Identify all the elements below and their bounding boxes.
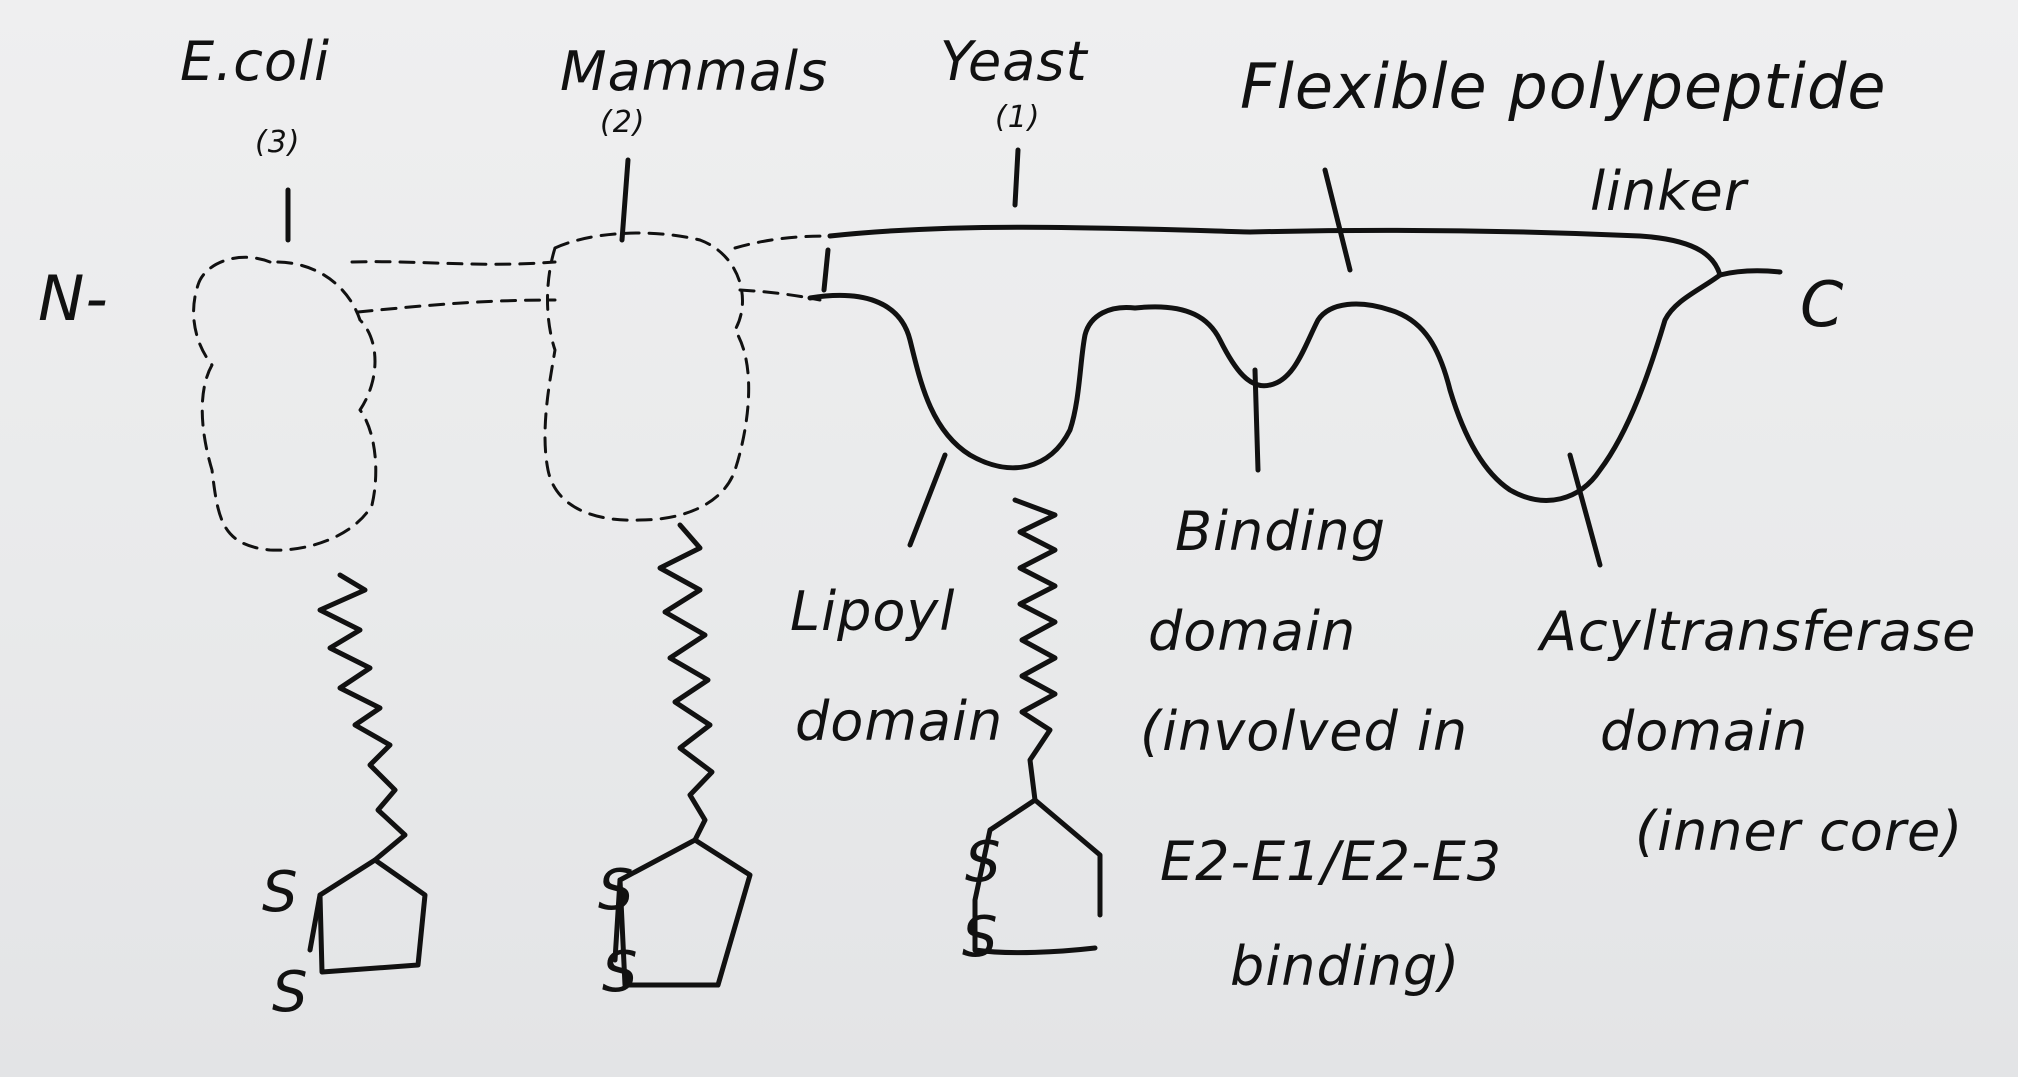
label-mammals: Mammals [560,40,829,103]
label-linker-line1: Flexible polypeptide [1240,50,1887,123]
label-binding-line2: domain [1148,600,1357,663]
yeast-lipoyl-arm [1012,497,1058,803]
yeast-sulfur-1: S [965,830,1002,895]
ecoli-dithiolane-ring [317,857,428,975]
yeast-binding-domain [1132,301,1393,389]
ecoli-lipoyl-domain-dashed [192,255,378,552]
ecoli-sulfur-2: S [272,960,309,1025]
mammals-pointer [619,157,631,243]
label-yeast: Yeast [940,30,1088,93]
label-binding-line1: Binding [1175,500,1387,563]
label-lipoyl-line2: domain [795,690,1004,753]
binding-pointer [1252,367,1261,473]
label-linker-line2: linker [1590,160,1747,223]
label-acyl-line1: Acyltransferase [1540,600,1977,663]
c-terminus-tail [1717,268,1783,278]
label-yeast-count: (1) [995,100,1041,135]
ecoli-to-mammal-linker-lower [356,298,557,314]
mammal-sulfur-2: S [602,940,639,1005]
label-n-terminus: N- [38,262,109,335]
ecoli-lipoyl-arm [317,572,408,863]
ecoli-sulfur-1: S [262,860,299,925]
yeast-sulfur-2: S [962,905,999,970]
mammal-lipoyl-arm [657,522,715,843]
label-acyl-line2: domain [1600,700,1809,763]
label-binding-line4: E2-E1/E2-E3 [1160,830,1503,893]
mammal-to-yeast-linker [733,234,832,250]
label-binding-line5: binding) [1230,935,1461,998]
yeast-start-tick [821,247,831,293]
acyl-pointer [1567,452,1603,568]
linker-pointer [1322,167,1353,273]
mammal-sulfur-1: S [598,858,635,923]
yeast-acyltransferase-domain [1387,272,1723,503]
mammal-lipoyl-domain-dashed [543,231,751,522]
yeast-lipoyl-domain [807,293,1138,471]
yeast-pointer [1012,147,1021,208]
label-ecoli-count: (3) [255,125,301,160]
ecoli-to-mammal-linker [350,260,557,266]
yeast-top-linker [827,224,1723,278]
label-c-terminus: C [1800,268,1845,341]
label-binding-line3: (involved in [1140,700,1469,763]
mammal-dithiolane-ring [617,837,753,988]
label-ecoli: E.coli [180,30,331,93]
mammal-ring-s-bond [612,877,623,963]
ecoli-ring-s-bond [307,892,323,953]
lipoyl-pointer [907,452,948,548]
label-lipoyl-line1: Lipoyl [790,580,956,643]
label-acyl-line3: (inner core) [1635,800,1964,863]
label-mammals-count: (2) [600,105,646,140]
yeast-dithiolane-ring [972,797,1103,956]
